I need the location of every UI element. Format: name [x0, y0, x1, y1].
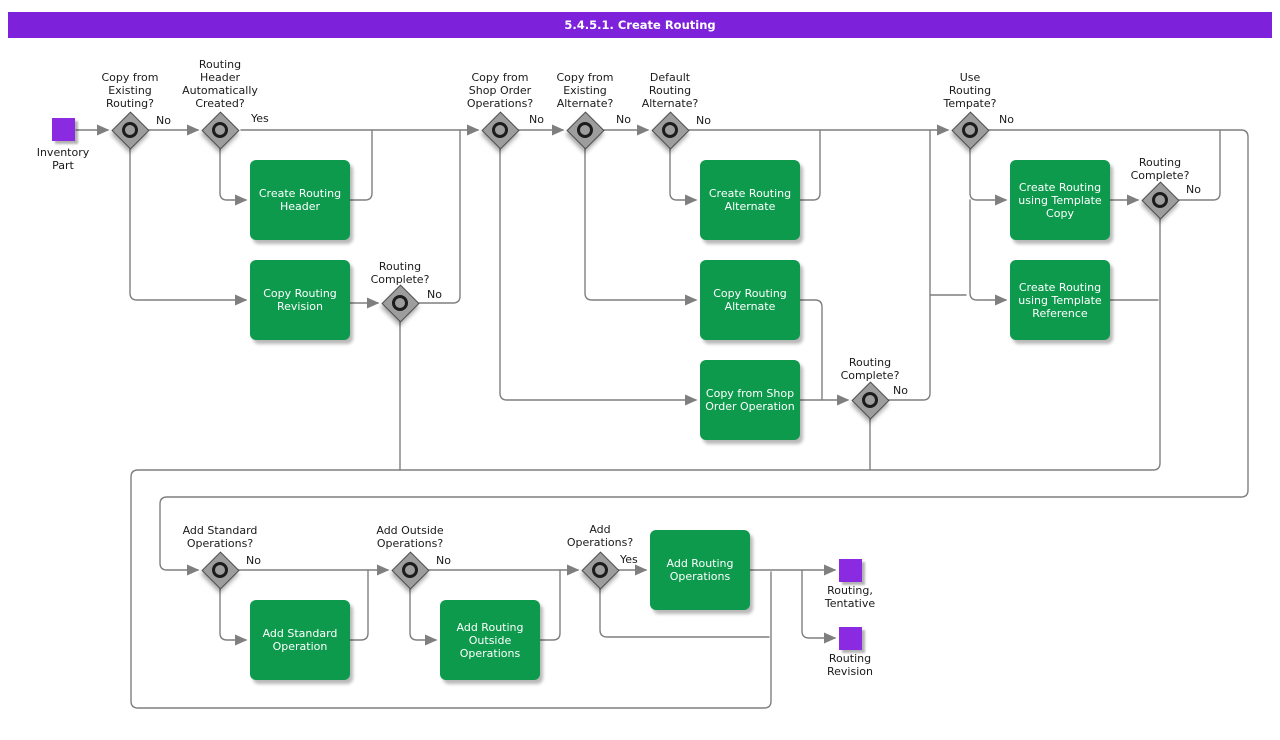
flow-connector	[584, 147, 698, 306]
decision-circle-icon	[212, 562, 228, 578]
task-node-add-routing-operations: Add Routing Operations	[650, 530, 750, 610]
decision-label-copy-from-shop-order-operations: Copy from Shop Order Operations?	[466, 71, 534, 110]
decision-node-routing-complete	[381, 284, 420, 323]
decision-circle-icon	[1152, 192, 1168, 208]
flow-connector	[219, 147, 248, 206]
diagram-title: 5.4.5.1. Create Routing	[8, 12, 1272, 38]
flow-connector	[599, 587, 770, 638]
flow-label-no: No	[436, 554, 451, 567]
flow-connector	[801, 569, 837, 644]
task-node-create-routing-using-template-copy: Create Routing using Template Copy	[1010, 160, 1110, 240]
flow-label-no: No	[156, 114, 171, 127]
flow-label-no: No	[893, 384, 908, 397]
decision-circle-icon	[402, 562, 418, 578]
decision-circle-icon	[212, 122, 228, 138]
end-node-routing-tentative	[839, 559, 862, 582]
decision-node-default-routing-alternate	[651, 111, 690, 150]
decision-node-routing-complete	[1141, 181, 1180, 220]
decision-circle-icon	[662, 122, 678, 138]
flow-connector	[1177, 129, 1221, 201]
flow-connector	[349, 569, 369, 641]
decision-label-add-outside-operations: Add Outside Operations?	[376, 524, 444, 550]
task-node-create-routing-header: Create Routing Header	[250, 160, 350, 240]
decision-circle-icon	[577, 122, 593, 138]
flow-connector	[669, 147, 698, 206]
flow-connector	[409, 587, 438, 646]
decision-circle-icon	[862, 392, 878, 408]
flow-connector	[159, 129, 1249, 576]
decision-node-add-operations	[581, 551, 620, 590]
flow-label-no: No	[529, 113, 544, 126]
decision-label-add-standard-operations: Add Standard Operations?	[182, 524, 258, 550]
flow-connector	[539, 569, 561, 641]
flow-label-no: No	[696, 114, 711, 127]
decision-circle-icon	[962, 122, 978, 138]
decision-label-copy-from-existing-alternate: Copy from Existing Alternate?	[556, 71, 614, 110]
terminal-label-inventory-part: Inventory Part	[36, 146, 90, 172]
decision-node-use-routing-tempate	[951, 111, 990, 150]
task-node-add-standard-operation: Add Standard Operation	[250, 600, 350, 680]
flow-connector	[969, 147, 1008, 206]
flow-label-no: No	[616, 113, 631, 126]
decision-node-routing-header-automatically-created	[201, 111, 240, 150]
flow-connector	[799, 129, 821, 201]
flow-connector	[969, 199, 1008, 306]
decision-label-copy-from-existing-routing: Copy from Existing Routing?	[101, 71, 159, 110]
task-node-create-routing-alternate: Create Routing Alternate	[700, 160, 800, 240]
decision-label-default-routing-alternate: Default Routing Alternate?	[641, 71, 699, 110]
flow-connector	[219, 587, 248, 646]
decision-circle-icon	[122, 122, 138, 138]
decision-circle-icon	[492, 122, 508, 138]
decision-circle-icon	[392, 295, 408, 311]
flow-label-no: No	[999, 113, 1014, 126]
end-node-routing-revision	[839, 627, 862, 650]
decision-node-add-outside-operations	[391, 551, 430, 590]
flow-connector	[887, 129, 931, 401]
task-node-add-routing-outside-operations: Add Routing Outside Operations	[440, 600, 540, 680]
flow-connector	[417, 129, 461, 304]
flow-connector	[499, 147, 698, 406]
decision-label-use-routing-tempate: Use Routing Tempate?	[943, 71, 997, 110]
flow-connector	[349, 129, 373, 201]
decision-label-routing-complete: Routing Complete?	[1130, 156, 1190, 182]
flow-connector	[799, 299, 823, 401]
terminal-label-routing-tentative: Routing, Tentative	[824, 584, 876, 610]
terminal-label-routing-revision: Routing Revision	[827, 652, 873, 678]
decision-circle-icon	[592, 562, 608, 578]
decision-node-routing-complete	[851, 381, 890, 420]
decision-label-routing-header-automatically-created: Routing Header Automatically Created?	[182, 58, 258, 110]
start-node-inventory-part	[52, 118, 75, 141]
task-node-copy-from-shop-order-operation: Copy from Shop Order Operation	[700, 360, 800, 440]
decision-node-add-standard-operations	[201, 551, 240, 590]
task-node-copy-routing-alternate: Copy Routing Alternate	[700, 260, 800, 340]
decision-label-routing-complete: Routing Complete?	[370, 260, 430, 286]
flow-connector	[129, 147, 248, 306]
flow-label-no: No	[246, 554, 261, 567]
decision-node-copy-from-existing-alternate	[566, 111, 605, 150]
task-node-create-routing-using-template-reference: Create Routing using Template Reference	[1010, 260, 1110, 340]
flow-label-yes: Yes	[620, 553, 638, 566]
decision-node-copy-from-shop-order-operations	[481, 111, 520, 150]
task-node-copy-routing-revision: Copy Routing Revision	[250, 260, 350, 340]
flow-connector	[130, 217, 1161, 709]
decision-label-routing-complete: Routing Complete?	[840, 356, 900, 382]
flow-label-no: No	[1186, 183, 1201, 196]
flow-label-yes: Yes	[251, 112, 269, 125]
decision-node-copy-from-existing-routing	[111, 111, 150, 150]
flow-label-no: No	[427, 288, 442, 301]
decision-label-add-operations: Add Operations?	[566, 523, 634, 549]
